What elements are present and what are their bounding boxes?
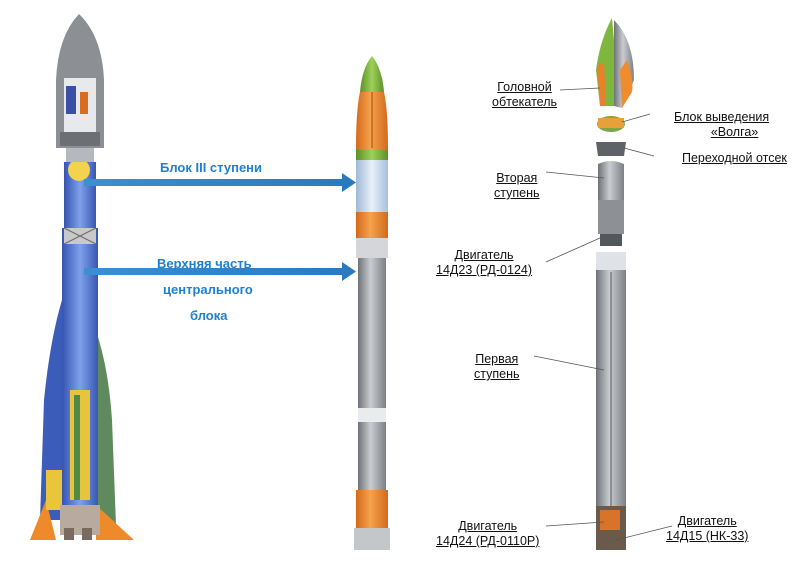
booster-right-orange-fin	[96, 505, 134, 540]
middle-orange-band	[356, 212, 388, 238]
fairing-base	[66, 148, 94, 162]
label-first-stage: Первая ступень	[474, 352, 520, 382]
first-stage-interstage	[596, 252, 626, 270]
leader-engine-rd0110	[545, 521, 605, 527]
leader-second-stage	[545, 171, 605, 179]
left-rocket-cutaway	[30, 14, 134, 540]
middle-third-stage	[356, 160, 388, 212]
label-volga-line2: «Волга»	[710, 125, 759, 139]
payload-adapter	[60, 132, 100, 146]
core-green-pipe	[74, 395, 80, 500]
label-engine-rd0110-line1: Двигатель	[458, 519, 518, 533]
leader-first-stage	[533, 355, 605, 371]
label-first-stage-line1: Первая	[475, 352, 519, 366]
leader-engine-rd0124	[545, 237, 601, 263]
label-adapter-text: Переходной отсек	[682, 151, 787, 165]
annotation-third-stage: Блок III ступени	[160, 160, 263, 175]
middle-engine-skirt	[354, 528, 390, 550]
label-second-stage-line1: Вторая	[496, 171, 538, 185]
arrow-upper-central-block	[84, 262, 356, 281]
label-second-stage: Вторая ступень	[494, 171, 540, 201]
second-stage-body	[598, 200, 624, 234]
leader-engine-nk33	[615, 525, 673, 541]
label-adapter: Переходной отсек	[682, 151, 787, 166]
label-second-stage-line2: ступень	[494, 186, 540, 200]
label-engine-rd0124-line2: 14Д23 (РД-0124)	[436, 263, 533, 277]
middle-central-block	[358, 258, 386, 408]
first-stage-orange-detail	[600, 510, 620, 530]
annotation-upper-central-line2: центрального	[163, 282, 253, 297]
label-engine-nk33-line2: 14Д15 (НК-33)	[666, 529, 749, 543]
payload-orange	[80, 92, 88, 114]
label-fairing-line1: Головной	[497, 80, 552, 94]
payload-blue	[66, 86, 76, 114]
label-engine-rd0110: Двигатель 14Д24 (РД-0110Р)	[436, 519, 539, 549]
booster-left-blue	[40, 300, 66, 520]
label-engine-rd0110-line2: 14Д24 (РД-0110Р)	[436, 534, 540, 548]
leader-lines	[533, 87, 673, 541]
right-fairing-left-half	[596, 18, 616, 106]
middle-interstage	[356, 238, 388, 258]
leader-volga	[621, 113, 651, 123]
middle-rocket-exterior	[354, 56, 390, 550]
middle-white-band	[358, 408, 386, 422]
label-engine-nk33-line1: Двигатель	[677, 514, 737, 528]
second-stage-top	[598, 161, 624, 200]
right-fairing-right-orange	[620, 60, 633, 108]
core-engine-bell	[82, 528, 92, 540]
middle-orange-base	[356, 490, 388, 528]
label-volga: Блок выведения «Волга»	[674, 110, 769, 140]
label-engine-rd0124-line1: Двигатель	[454, 248, 514, 262]
label-first-stage-line2: ступень	[474, 367, 520, 381]
leader-fairing	[559, 87, 601, 91]
adapter-section	[596, 142, 626, 156]
booster-yellow-tank	[46, 470, 62, 510]
label-volga-line1: Блок выведения	[674, 110, 770, 124]
booster-left-orange-fin	[30, 500, 56, 540]
annotation-upper-central-line1: Верхняя часть	[157, 256, 252, 271]
arrow-third-stage	[84, 173, 356, 192]
right-rocket-exploded	[596, 18, 634, 550]
core-engine-bell	[64, 528, 74, 540]
label-engine-nk33: Двигатель 14Д15 (НК-33)	[666, 514, 748, 544]
annotation-upper-central-line3: блока	[190, 308, 228, 323]
middle-nose-cone	[360, 56, 384, 92]
third-stage-tank-top	[68, 159, 90, 181]
middle-green-ring	[356, 150, 388, 160]
right-fairing-left-orange	[597, 62, 606, 106]
label-engine-rd0124: Двигатель 14Д23 (РД-0124)	[436, 248, 532, 278]
label-fairing: Головной обтекатель	[492, 80, 557, 110]
label-fairing-line2: обтекатель	[492, 95, 557, 109]
second-stage-engine	[600, 234, 622, 246]
leader-adapter	[623, 147, 655, 157]
